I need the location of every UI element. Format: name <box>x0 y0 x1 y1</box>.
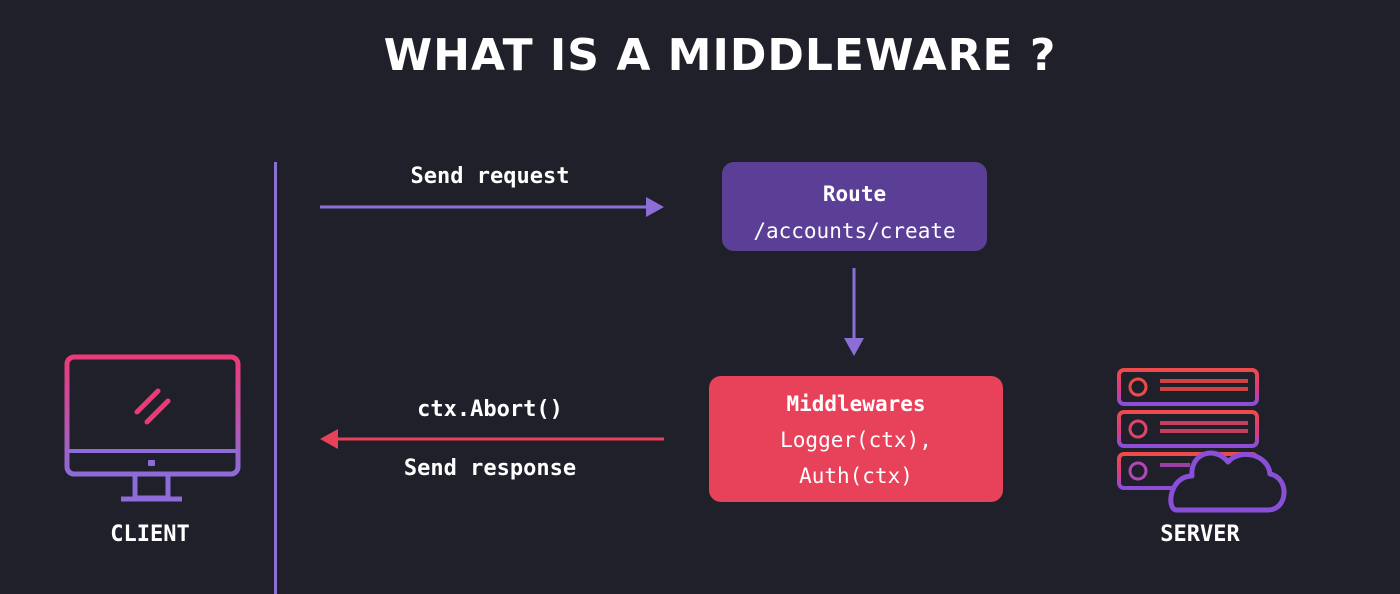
route-to-middleware-arrow <box>844 268 864 356</box>
response-arrow <box>320 429 664 449</box>
middleware-auth: Auth(ctx) <box>799 464 913 488</box>
client-label: CLIENT <box>110 522 190 547</box>
route-box: Route /accounts/create <box>722 162 987 251</box>
send-request-label: Send request <box>410 164 570 189</box>
middlewares-box: Middlewares Logger(ctx), Auth(ctx) <box>709 376 1003 502</box>
abort-label: ctx.Abort() <box>417 397 563 422</box>
middlewares-heading: Middlewares <box>786 392 926 416</box>
client-server-divider <box>274 162 277 594</box>
request-arrow <box>320 197 664 217</box>
monitor-icon <box>64 354 241 502</box>
middleware-logger: Logger(ctx), <box>780 428 932 452</box>
route-path: /accounts/create <box>753 219 956 243</box>
server-cloud-icon <box>1117 368 1287 513</box>
page-title: WHAT IS A MIDDLEWARE ? <box>383 30 1057 81</box>
server-label: SERVER <box>1160 522 1240 547</box>
route-heading: Route <box>822 182 887 206</box>
send-response-label: Send response <box>403 456 577 481</box>
